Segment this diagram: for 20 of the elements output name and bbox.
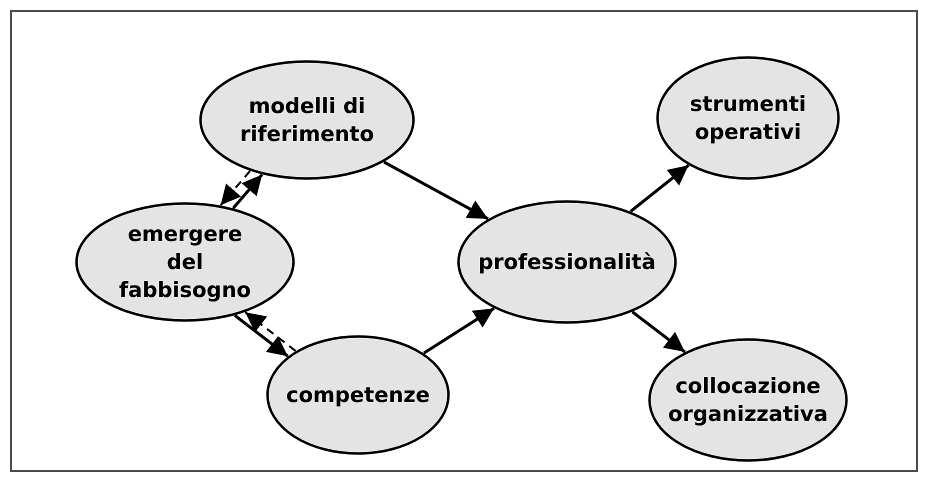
arrow [631, 310, 686, 354]
arrow [423, 307, 495, 354]
node-label: professionalità [478, 249, 656, 276]
arrow [232, 174, 264, 210]
node-label: modelli di riferimento [240, 93, 374, 148]
ellipse-node [648, 338, 848, 462]
ellipse-node [75, 202, 295, 322]
node-label: strumenti operativi [690, 91, 806, 146]
ellipse-node [656, 56, 840, 180]
node-label: collocazione organizzativa [668, 373, 828, 428]
arrow [234, 314, 289, 358]
arrow [630, 164, 690, 213]
node-label: emergere del fabbisogno [119, 221, 251, 304]
arrow [244, 311, 296, 352]
arrow [383, 160, 489, 220]
ellipse-node [457, 200, 677, 324]
ellipse-node [266, 335, 450, 455]
ellipse-node [199, 60, 415, 180]
arrow [220, 170, 251, 206]
node-label: competenze [286, 382, 430, 409]
